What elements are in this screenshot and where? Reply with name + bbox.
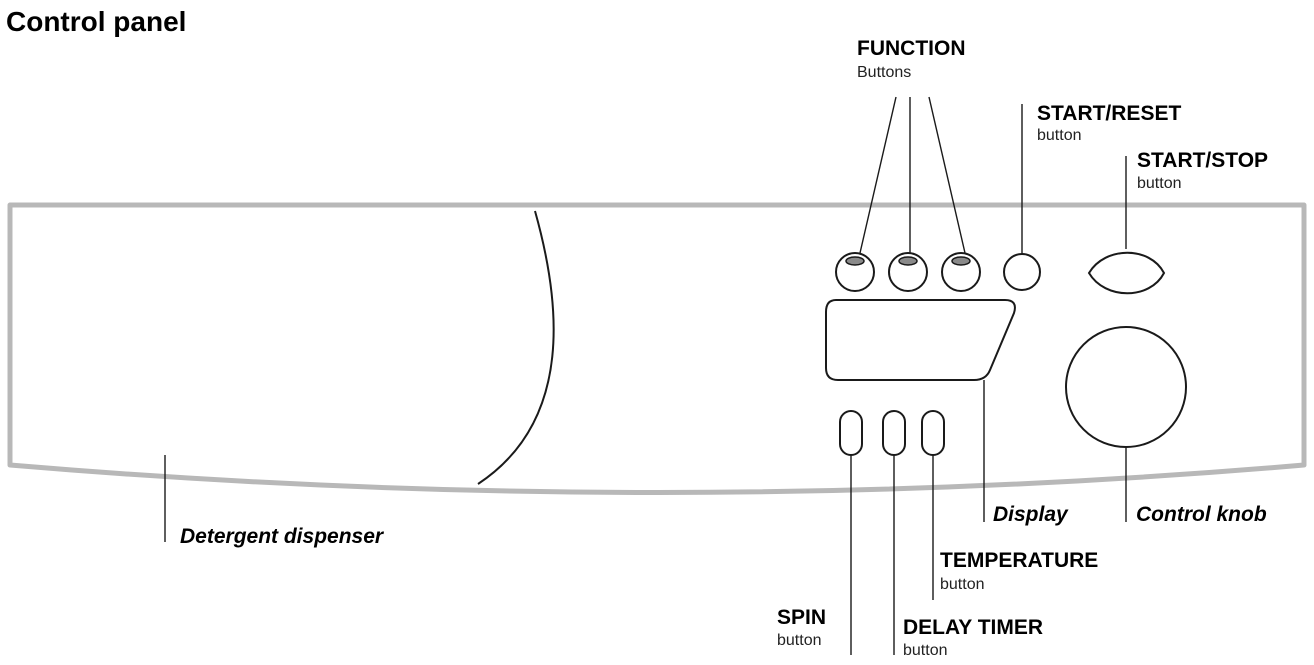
- start-stop-button[interactable]: [1087, 251, 1166, 295]
- function-leader-line: [928, 96, 966, 254]
- start-stop-label: START/STOP: [1137, 149, 1269, 172]
- control-knob-label: Control knob: [1136, 503, 1267, 526]
- control-knob[interactable]: [1065, 326, 1187, 448]
- function-sublabel: Buttons: [857, 64, 912, 81]
- spin-label: SPIN: [777, 606, 827, 629]
- diagram-title: Control panel: [6, 6, 187, 37]
- control-panel-outline: [7, 202, 1307, 495]
- function-buttons: [835, 252, 981, 292]
- start-reset-sublabel: button: [1037, 127, 1082, 144]
- start-stop-sublabel: button: [1137, 175, 1182, 192]
- spin-button[interactable]: [839, 410, 863, 456]
- display-label: Display: [993, 503, 1068, 526]
- function-button-3[interactable]: [941, 252, 981, 292]
- function-light-icon: [898, 256, 918, 266]
- detergent-dispenser-label: Detergent dispenser: [180, 525, 384, 548]
- start-reset-label: START/RESET: [1037, 102, 1182, 125]
- leader-lines: [164, 96, 1127, 655]
- function-light-icon: [845, 256, 865, 266]
- display-window: [825, 299, 1016, 381]
- function-button-2[interactable]: [888, 252, 928, 292]
- delay-timer-sublabel: button: [903, 642, 948, 659]
- function-light-icon: [951, 256, 971, 266]
- detergent-dispenser-edge: [477, 210, 555, 485]
- delay-timer-label: DELAY TIMER: [903, 616, 1044, 639]
- start-reset-button[interactable]: [1003, 253, 1041, 291]
- spin-sublabel: button: [777, 632, 822, 649]
- function-leader-line: [859, 96, 897, 254]
- function-button-1[interactable]: [835, 252, 875, 292]
- temperature-label: TEMPERATURE: [940, 549, 1099, 572]
- temperature-button[interactable]: [921, 410, 945, 456]
- delay-timer-button[interactable]: [882, 410, 906, 456]
- temperature-sublabel: button: [940, 576, 985, 593]
- function-label: FUNCTION: [857, 37, 966, 60]
